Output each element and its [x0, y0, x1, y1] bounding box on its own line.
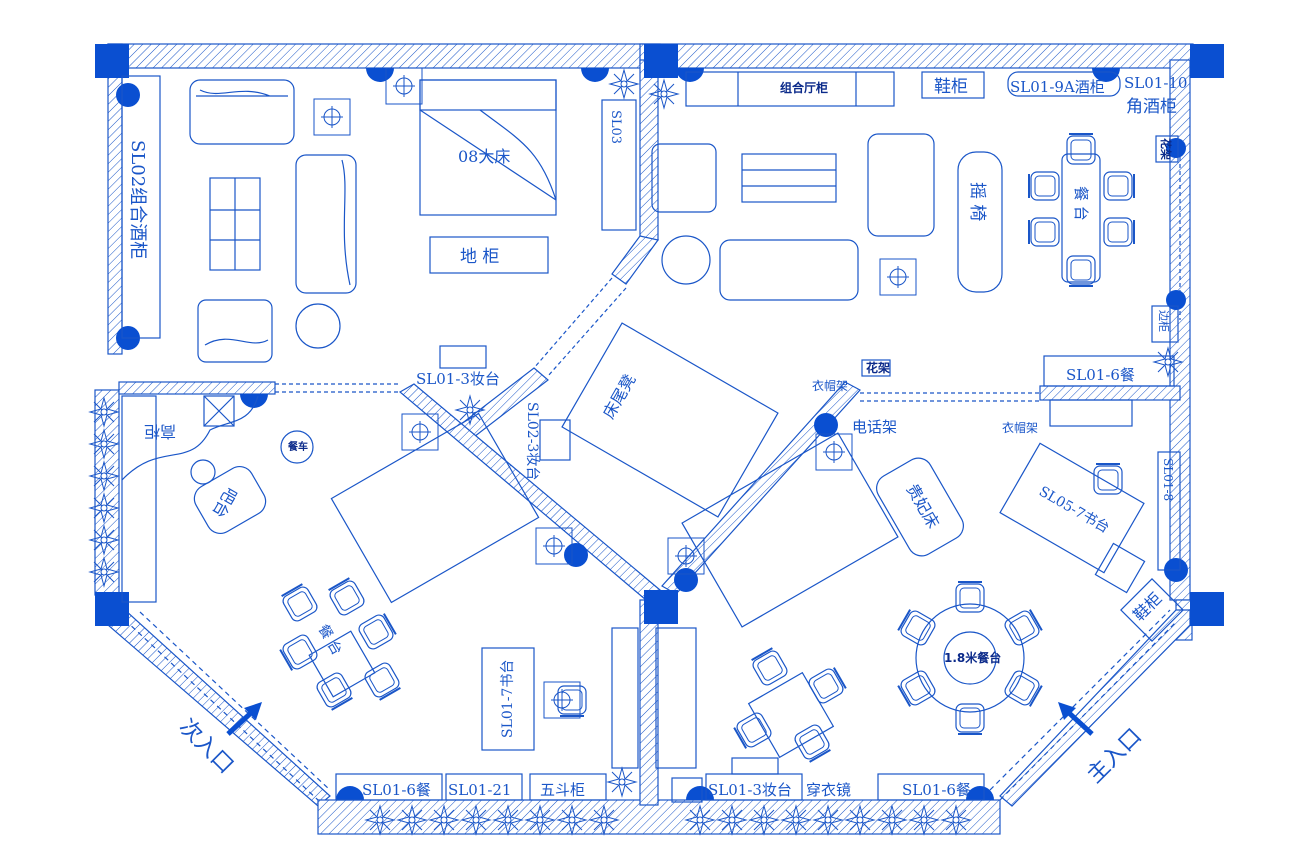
label-sl01-6-bottom-right: SL01-6餐 [902, 781, 971, 799]
label-sl01-3-bottom: SL01-3妆台 [708, 781, 792, 799]
label-dining-table-left: 餐 台 [315, 622, 345, 658]
label-bar-table: 吧台 [209, 484, 241, 521]
furniture-bottom [89, 397, 1184, 835]
label-dining-table-top: 餐 台 [1072, 186, 1090, 221]
label-bed-08: 08大床 [458, 147, 510, 166]
label-sl01-6-dining-right: SL01-6餐 [1066, 366, 1135, 384]
label-sl03: SL03 [608, 110, 623, 144]
label-five-drawer: 五斗柜 [540, 781, 585, 799]
columns [95, 44, 1224, 626]
label-flower-rack-2: 花架 [866, 360, 890, 375]
label-high-cabinet: 高柜 [144, 422, 176, 441]
label-coat-rack-2: 衣帽架 [1002, 420, 1038, 435]
label-flower-rack-1: 花架 [1159, 138, 1173, 160]
label-shoe-cabinet-right: 鞋柜 [1129, 589, 1165, 625]
label-sl02-3-dresser: SL02-3妆台 [524, 402, 540, 480]
label-rocking-chair: 摇 椅 [967, 182, 987, 221]
label-sl01-6-bottom-left: SL01-6餐 [362, 781, 431, 799]
label-floor-cabinet: 地 柜 [460, 247, 499, 267]
interior-walls [118, 59, 1181, 806]
label-side-cabinet: 边柜 [1157, 310, 1170, 332]
furniture-top-right [649, 71, 1183, 427]
label-combo-tv-cabinet: 组合厅柜 [780, 80, 828, 95]
label-dresser-sl01-3-top: SL01-3妆台 [416, 370, 500, 388]
label-corner-wine-cabinet: 角酒柜 [1126, 97, 1177, 117]
label-sl01-10: SL01-10 [1124, 74, 1187, 92]
label-desk-sl05-7: SL05-7书台 [1036, 484, 1112, 537]
label-full-mirror: 穿衣镜 [806, 781, 851, 799]
label-combo-wine-cabinet: SL02组合酒柜 [127, 140, 148, 259]
label-coat-rack-1: 衣帽架 [812, 378, 848, 393]
label-round-table: 1.8米餐台 [944, 650, 1001, 665]
furniture-middle [121, 322, 1181, 719]
label-phone-stand: 电话架 [852, 418, 897, 436]
label-bed-end-stool: 床尾凳 [599, 371, 639, 422]
label-shoe-cabinet-top: 鞋柜 [934, 77, 968, 97]
label-desk-sl01-7: SL01-7书台 [500, 660, 516, 738]
label-sl01-8: SL01-8 [1161, 458, 1175, 501]
outer-walls [94, 43, 1194, 835]
label-sl01-21: SL01-21 [448, 781, 511, 799]
label-sl01-9a: SL01-9A酒柜 [1010, 78, 1105, 96]
label-dining-cart: 餐车 [287, 440, 308, 453]
label-chaise: 贵妃床 [903, 481, 943, 532]
furniture-top-left [121, 67, 639, 363]
entrance-arrows [226, 702, 1094, 736]
